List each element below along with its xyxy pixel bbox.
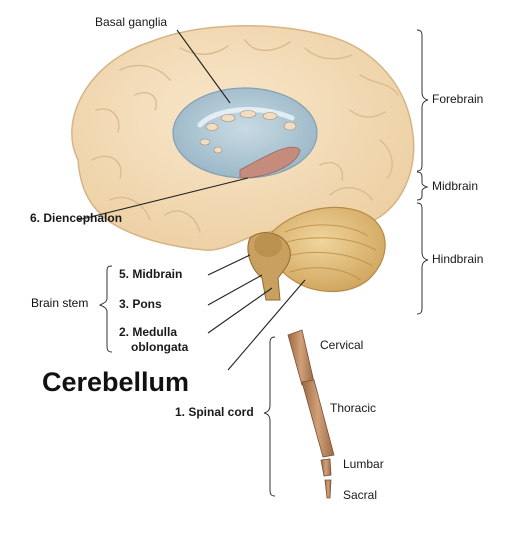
label-diencephalon: 6. Diencephalon <box>30 211 123 225</box>
label-lumbar: Lumbar <box>343 457 384 471</box>
ventricle-spots <box>199 110 297 154</box>
diencephalon-shape <box>239 146 301 179</box>
midbrain-bracket <box>416 171 429 201</box>
label-cervical: Cervical <box>320 338 364 352</box>
label-sacral: Sacral <box>343 488 378 502</box>
label-medulla-line1: 2. Medulla <box>119 325 178 339</box>
label-basal-ganglia: Basal ganglia <box>95 15 168 29</box>
label-brain-stem: Brain stem <box>31 296 89 310</box>
label-spinal-cord: 1. Spinal cord <box>175 405 254 419</box>
leader-lines <box>77 29 306 371</box>
spinal-cord-shape <box>287 329 335 499</box>
label-midbrain: Midbrain <box>432 179 479 193</box>
label-forebrain: Forebrain <box>432 92 484 106</box>
label-thoracic: Thoracic <box>330 401 377 415</box>
label-cerebellum: Cerebellum <box>42 367 190 397</box>
hindbrain-bracket <box>416 202 429 315</box>
forebrain-bracket <box>416 29 429 172</box>
gyri-lines <box>91 39 399 233</box>
label-midbrain-numbered: 5. Midbrain <box>119 267 183 281</box>
basal-ganglia-shape <box>172 87 318 179</box>
spinal-cord-bracket <box>263 336 276 497</box>
brain-stem-bracket <box>98 265 113 353</box>
label-medulla-line2: oblongata <box>131 340 189 354</box>
label-pons: 3. Pons <box>119 297 162 311</box>
label-hindbrain: Hindbrain <box>432 252 484 266</box>
